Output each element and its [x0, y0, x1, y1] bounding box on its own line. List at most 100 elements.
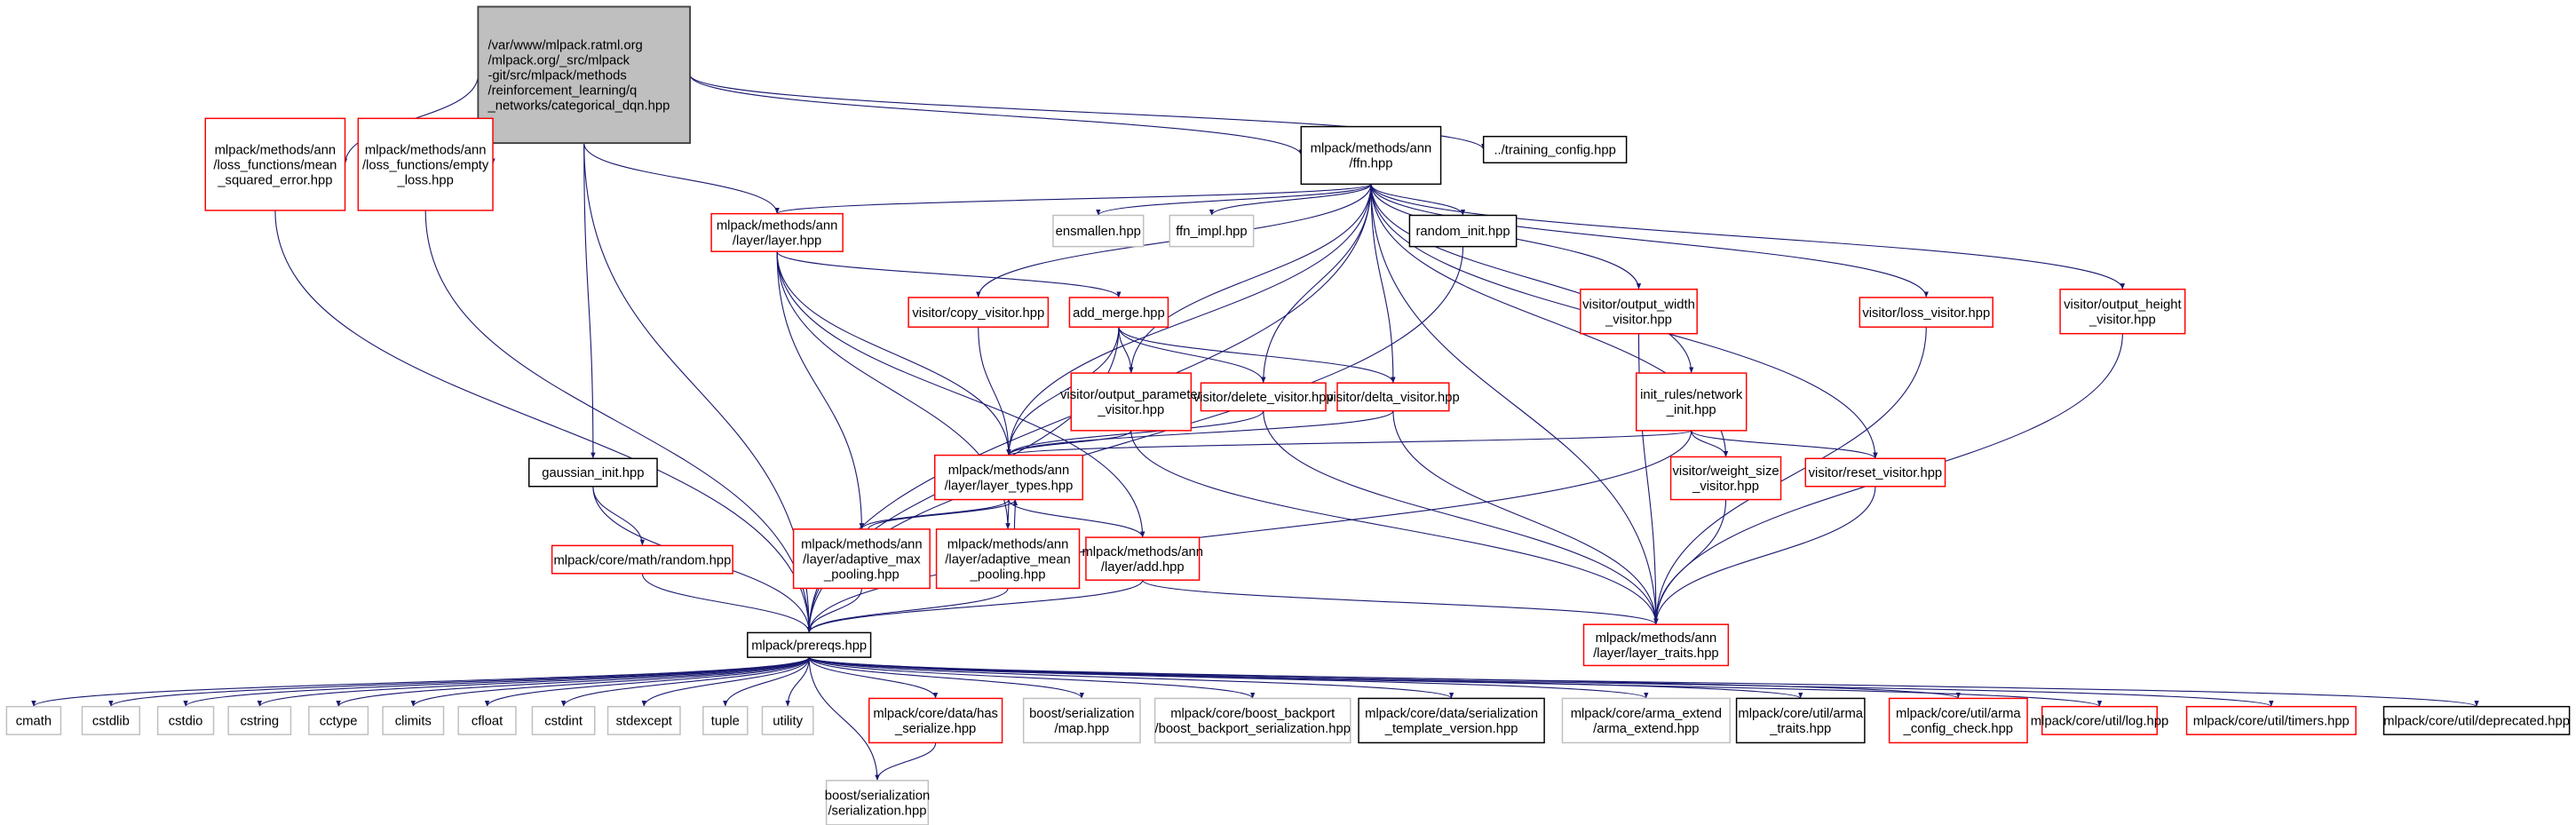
node-label: mlpack/core/math/random.hpp	[553, 553, 731, 567]
node-timers[interactable]: mlpack/core/util/timers.hpp	[2185, 705, 2357, 735]
edge-prereqs-to-boost_map	[808, 656, 1084, 699]
node-layer_types[interactable]: mlpack/methods/ann/layer/layer_types.hpp	[933, 454, 1083, 501]
node-box	[1300, 125, 1442, 186]
node-label: mlpack/core/data/serialization	[1365, 707, 1538, 721]
node-delta_visitor[interactable]: visitor/delta_visitor.hpp	[1327, 382, 1460, 412]
node-boost_map: boost/serialization/map.hpp	[1022, 697, 1141, 744]
edge-delta_visitor-to-layer_traits	[1392, 410, 1659, 625]
node-layer_traits[interactable]: mlpack/methods/ann/layer/layer_traits.hp…	[1582, 623, 1730, 667]
edge-root-to-ffn	[689, 75, 1304, 156]
node-box	[1859, 297, 1993, 329]
edge-prereqs-to-cstdint	[560, 656, 810, 707]
node-random[interactable]: mlpack/core/math/random.hpp	[551, 544, 733, 575]
node-output_height[interactable]: visitor/output_height_visitor.hpp	[2059, 289, 2186, 335]
node-label: mlpack/methods/ann	[1082, 545, 1203, 559]
edge-ffn-to-layer_types	[1006, 184, 1372, 456]
node-box	[1070, 372, 1193, 432]
node-label: boost/serialization	[1029, 707, 1134, 721]
node-gaussian_init[interactable]: gaussian_init.hpp	[528, 457, 658, 488]
node-box	[2041, 705, 2158, 735]
node-output_parameter[interactable]: visitor/output_parameter_visitor.hpp	[1060, 372, 1202, 432]
node-box	[551, 544, 733, 575]
node-label: /layer/layer_types.hpp	[945, 479, 1074, 493]
node-weight_size[interactable]: visitor/weight_size_visitor.hpp	[1669, 456, 1782, 501]
node-box	[1580, 289, 1698, 335]
node-delete_visitor[interactable]: visitor/delete_visitor.hpp	[1193, 382, 1334, 412]
node-label: _networks/categorical_dqn.hpp	[487, 99, 670, 114]
node-prereqs[interactable]: mlpack/prereqs.hpp	[747, 631, 872, 658]
node-output_width[interactable]: visitor/output_width_visitor.hpp	[1580, 289, 1698, 335]
node-label: _config_check.hpp	[1903, 722, 2013, 736]
node-box	[1804, 457, 1946, 488]
node-label: /loss_functions/mean	[213, 158, 337, 172]
node-label: mlpack/methods/ann	[948, 464, 1070, 478]
edge-layer-to-adaptive_max	[776, 251, 865, 529]
node-ffn[interactable]: mlpack/methods/ann/ffn.hpp	[1300, 125, 1442, 186]
node-network_init[interactable]: init_rules/network_init.hpp	[1635, 372, 1748, 432]
node-has_serialize[interactable]: mlpack/core/data/has_serialize.hpp	[868, 697, 1003, 744]
node-box	[531, 705, 596, 735]
edge-ffn-to-ffn_impl	[1209, 184, 1372, 216]
edge-layer_types-to-adaptive_mean	[1005, 499, 1011, 529]
edge-layer-to-add	[776, 251, 1145, 538]
node-label: visitor/weight_size	[1673, 464, 1779, 479]
edge-prereqs-to-timers	[808, 656, 2274, 708]
node-deprecated[interactable]: mlpack/core/util/deprecated.hpp	[2382, 705, 2571, 735]
node-label: /reinforcement_learning/q	[487, 84, 637, 99]
node-label: visitor/output_width	[1582, 297, 1695, 312]
node-box	[606, 705, 681, 735]
node-label: ../training_config.hpp	[1494, 144, 1615, 158]
node-label: visitor/output_height	[2064, 297, 2181, 312]
node-label: climits	[395, 715, 432, 729]
node-training_config[interactable]: ../training_config.hpp	[1482, 135, 1628, 164]
node-box	[747, 631, 872, 658]
edge-gaussian_init-to-random	[592, 486, 646, 546]
node-cstdlib: cstdlib	[81, 705, 141, 735]
edge-prereqs-to-cstring	[257, 656, 810, 708]
node-root[interactable]: /var/www/mlpack.ratml.org/mlpack.org/_sr…	[477, 5, 691, 145]
edge-copy_visitor-to-layer_types	[978, 327, 1011, 456]
node-random_init[interactable]: random_init.hpp	[1408, 214, 1518, 248]
node-serialization_tv[interactable]: mlpack/core/data/serialization_template_…	[1358, 697, 1545, 744]
node-box	[1358, 697, 1545, 744]
edge-delete_visitor-to-layer_traits	[1263, 410, 1659, 625]
node-label: mlpack/methods/ann	[1596, 631, 1717, 646]
node-box	[382, 705, 445, 735]
node-label: _serialize.hpp	[894, 722, 976, 736]
node-copy_visitor[interactable]: visitor/copy_visitor.hpp	[908, 297, 1050, 329]
edge-prereqs-to-cctype	[336, 656, 810, 708]
node-box	[935, 528, 1081, 590]
node-label: cfloat	[472, 715, 503, 729]
edge-prereqs-to-serialization_tv	[808, 656, 1454, 699]
node-arma_traits[interactable]: mlpack/core/util/arma_traits.hpp	[1735, 697, 1866, 744]
node-loss_visitor[interactable]: visitor/loss_visitor.hpp	[1859, 297, 1993, 329]
node-box	[227, 705, 292, 735]
node-box	[357, 117, 494, 211]
node-adaptive_max[interactable]: mlpack/methods/ann/layer/adaptive_max_po…	[792, 528, 931, 590]
node-layer[interactable]: mlpack/methods/ann/layer/layer.hpp	[710, 212, 844, 252]
node-adaptive_mean[interactable]: mlpack/methods/ann/layer/adaptive_mean_p…	[935, 528, 1081, 590]
node-arma_config[interactable]: mlpack/core/util/arma_config_check.hpp	[1888, 697, 2028, 744]
node-log[interactable]: mlpack/core/util/log.hpp	[2031, 705, 2168, 735]
node-box	[702, 705, 749, 735]
node-mse[interactable]: mlpack/methods/ann/loss_functions/mean_s…	[204, 117, 346, 211]
node-label: mlpack/core/util/timers.hpp	[2193, 715, 2350, 729]
node-label: visitor/copy_visitor.hpp	[912, 306, 1044, 321]
edge-adaptive_max-to-layer_types	[868, 499, 1018, 530]
node-add[interactable]: mlpack/methods/ann/layer/add.hpp	[1082, 536, 1203, 581]
node-label: ensmallen.hpp	[1056, 225, 1141, 239]
node-label: /layer/adaptive_max	[803, 552, 921, 567]
node-empty_loss[interactable]: mlpack/methods/ann/loss_functions/empty_…	[357, 117, 494, 211]
edge-adaptive_mean-to-layer_types	[1012, 499, 1019, 529]
edge-empty_loss-to-prereqs	[424, 210, 812, 633]
node-reset_visitor[interactable]: visitor/reset_visitor.hpp	[1804, 457, 1946, 488]
node-label: mlpack/methods/ann	[717, 219, 838, 234]
node-box	[1169, 214, 1255, 248]
edge-prereqs-to-cstdlib	[108, 656, 810, 708]
node-add_merge[interactable]: add_merge.hpp	[1068, 297, 1169, 329]
edge-prereqs-to-boost_backport	[808, 656, 1256, 699]
node-cctype: cctype	[308, 705, 369, 735]
edge-weight_size-to-layer_traits	[1653, 499, 1727, 625]
node-label: _pooling.hpp	[970, 567, 1046, 582]
edge-network_init-to-reset_visitor	[1691, 430, 1878, 459]
